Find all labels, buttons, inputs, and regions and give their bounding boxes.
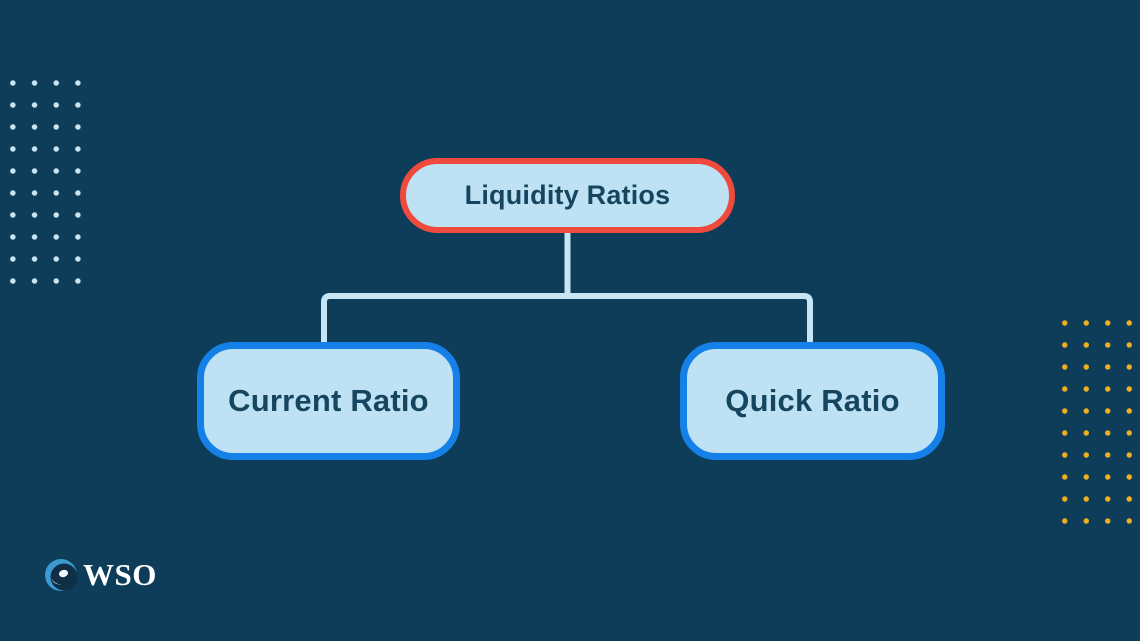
node-quick-ratio: Quick Ratio [680,342,945,460]
node-current-ratio-label: Current Ratio [228,383,429,418]
wso-logo: WSO [44,558,157,592]
connector-bracket [321,293,813,343]
wso-logo-icon [45,559,78,591]
node-current-ratio: Current Ratio [197,342,460,460]
node-liquidity-ratios: Liquidity Ratios [400,158,735,233]
node-quick-ratio-label: Quick Ratio [725,383,900,418]
wso-logo-text: WSO [83,557,157,592]
node-liquidity-ratios-label: Liquidity Ratios [464,180,671,210]
